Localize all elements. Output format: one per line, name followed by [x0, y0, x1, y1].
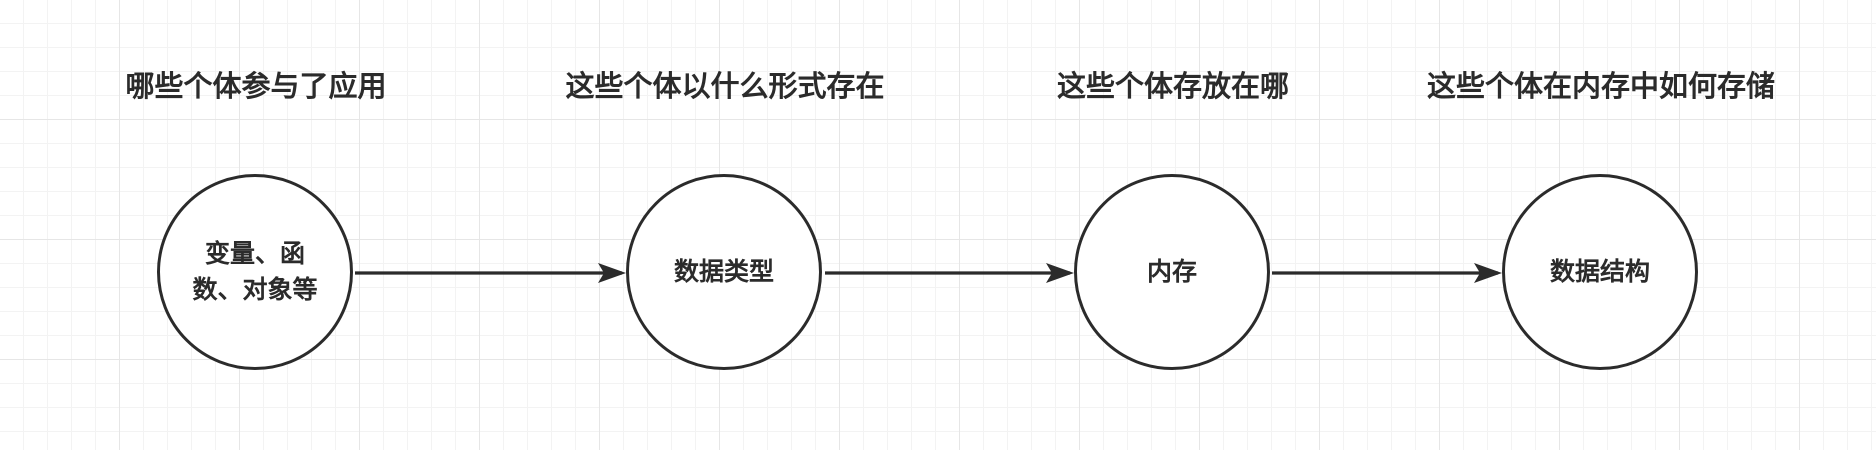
heading-participants: 哪些个体参与了应用	[125, 69, 387, 103]
node-label-memory: 内存	[1146, 257, 1197, 286]
arrowhead-datastructures	[1474, 263, 1502, 283]
node-label-variables: 变量、函 数、对象等	[170, 236, 339, 308]
node-data-types[interactable]: 数据类型	[626, 174, 822, 370]
heading-existence-form: 这些个体以什么形式存在	[565, 69, 885, 103]
heading-memory-storage: 这些个体在内存中如何存储	[1426, 69, 1776, 103]
node-label-data-structures: 数据结构	[1549, 257, 1650, 286]
node-variables-functions-objects[interactable]: 变量、函 数、对象等	[157, 174, 353, 370]
node-label-line-2: 数、对象等	[192, 275, 318, 304]
node-label-line-1: 变量、函	[204, 239, 305, 268]
arrowhead-memory	[1046, 263, 1074, 283]
heading-storage-location: 这些个体存放在哪	[1056, 69, 1290, 103]
node-memory[interactable]: 内存	[1074, 174, 1270, 370]
arrowhead-datatypes	[598, 263, 626, 283]
node-label-data-types: 数据类型	[673, 257, 774, 286]
node-data-structures[interactable]: 数据结构	[1502, 174, 1698, 370]
